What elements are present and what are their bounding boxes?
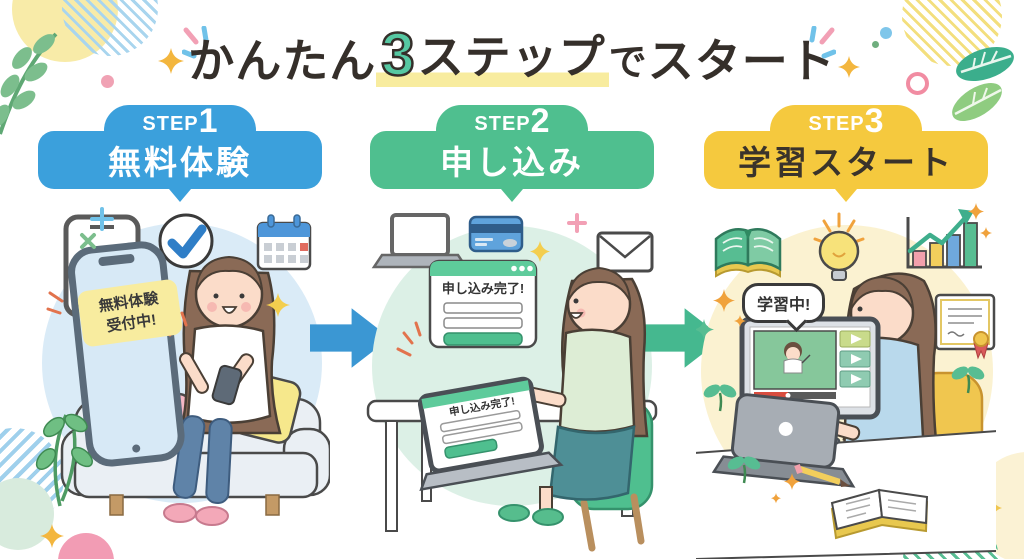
laptop-with-form [417,376,564,492]
calendar-icon [256,214,312,271]
large-smartphone [68,241,185,467]
title-prefix: かんたん [188,35,377,88]
woman-filling-form [498,266,649,526]
pink-ring-decoration [906,72,929,95]
sparkle-icon [40,524,64,548]
step-1-illustration: 無料体験 受付中! [30,201,330,559]
title-sparkle-right-icon [809,26,836,59]
sparkle-icons [696,289,800,504]
green-dot-decoration [872,41,879,48]
step-2-banner: 申し込み [370,131,654,189]
pencil-icon [794,463,850,487]
leaf-branch-icon [0,32,58,135]
step-3-scene [696,203,996,559]
blue-dot-decoration [880,27,892,39]
sprout-icon [727,456,761,484]
title-particle: で [608,41,648,84]
sparkle-icons [396,213,587,357]
checkmark-icon [158,213,214,269]
step-3-banner: 学習スタート [704,131,988,189]
growth-chart-icon [906,203,992,269]
credit-card-icon [468,215,524,253]
plant-icon [35,413,93,507]
step-2-label: 申し込み [440,144,584,181]
sprout-icon [951,366,985,394]
laptop-icon [371,213,469,269]
pink-dot-decoration [101,75,114,88]
sprout-icon [703,384,737,412]
step-1-pointer [169,189,191,202]
speech-bubble-text: 学習中! [757,297,811,314]
title-sparkle-left-icon [182,26,209,59]
title-suffix: スタート [647,35,836,88]
step-1-label: 無料体験 [108,144,252,181]
title-step-count: 3 [380,21,416,88]
title-middle: ステップ [417,31,606,84]
step-2-illustration: 申し込み完了! 申し込み完了! [362,201,662,559]
step-3-label: 学習スタート [738,144,954,181]
step-2-pointer [501,189,523,202]
notebook-icon [830,488,929,540]
browser-window [428,259,538,349]
speech-bubble: 学習中! [742,283,826,323]
step-1-banner: 無料体験 [38,131,322,189]
video-player-icon [739,316,881,449]
envelope-icon [596,231,654,273]
sparkle-icon [838,56,860,78]
step-3-illustration: 学習中! [696,201,996,559]
step-3-pointer [835,189,857,202]
green-leaves-decoration [952,46,1014,122]
open-book-icon [714,228,782,278]
sparkle-icon [158,48,184,74]
step-2-scene [366,213,658,552]
step-1-scene [35,207,330,526]
woman-reading-phone [163,255,282,526]
browser-message: 申し込み完了! [441,281,525,296]
lightbulb-icon [813,212,865,281]
certificate-icon [934,293,996,360]
